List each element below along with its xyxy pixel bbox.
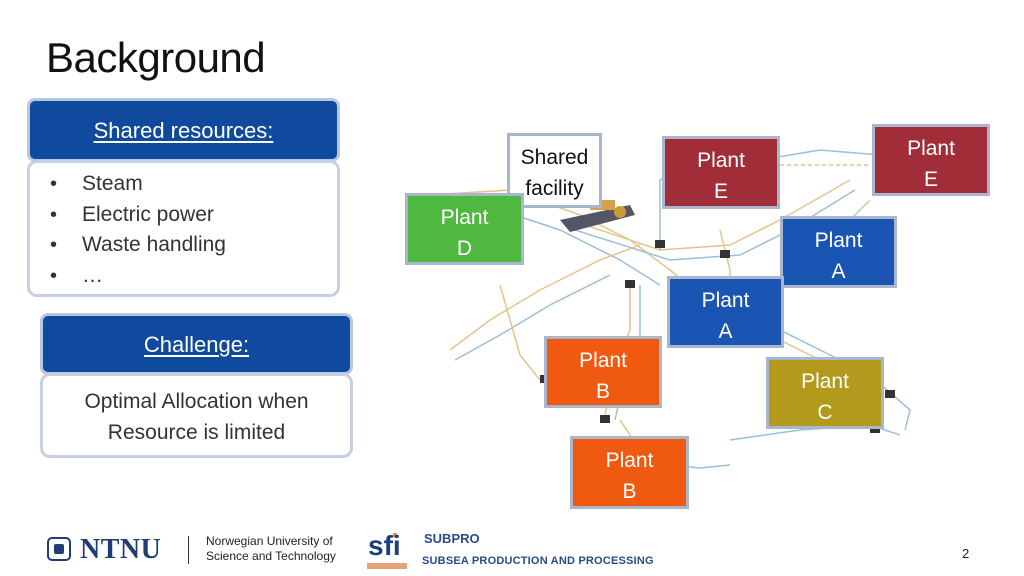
plant-d-label: Plant D bbox=[405, 193, 524, 265]
plant-word: Plant bbox=[907, 137, 955, 160]
ntnu-full-name: Norwegian University of Science and Tech… bbox=[206, 534, 336, 564]
plant-letter: E bbox=[923, 168, 938, 191]
shared-facility-line2: facility bbox=[525, 177, 584, 200]
plant-c-label: Plant C bbox=[766, 357, 884, 429]
page-number: 2 bbox=[962, 546, 970, 561]
ntnu-logo-icon bbox=[47, 537, 71, 561]
plant-word: Plant bbox=[814, 229, 863, 252]
plant-e-label: Plant E bbox=[872, 124, 990, 196]
shared-facility-line1: Shared bbox=[520, 146, 589, 169]
list-item: Waste handling bbox=[50, 230, 337, 261]
plant-e-label: Plant E bbox=[662, 136, 780, 209]
ntnu-wordmark: NTNU bbox=[80, 534, 162, 565]
slide-title: Background bbox=[46, 34, 266, 81]
ntnu-line2: Science and Technology bbox=[206, 549, 336, 563]
plant-letter: D bbox=[456, 237, 473, 260]
sfi-logo-icon bbox=[367, 533, 407, 569]
plant-word: Plant bbox=[440, 206, 489, 229]
challenge-text-line1: Optimal Allocation when bbox=[84, 390, 309, 413]
plant-b-label: Plant B bbox=[570, 436, 689, 509]
plant-letter: B bbox=[595, 380, 610, 403]
plant-letter: A bbox=[831, 260, 846, 283]
plant-word: Plant bbox=[701, 289, 750, 312]
subpro-subtitle: SUBSEA PRODUCTION AND PROCESSING bbox=[422, 555, 654, 567]
list-item: … bbox=[50, 261, 337, 292]
challenge-text-line2: Resource is limited bbox=[107, 421, 286, 444]
footer-separator bbox=[188, 536, 189, 564]
list-item: Steam bbox=[50, 169, 337, 200]
shared-resources-list: Steam Electric power Waste handling … bbox=[27, 160, 340, 297]
plant-a-label: Plant A bbox=[780, 216, 897, 288]
plant-word: Plant bbox=[801, 370, 849, 393]
plant-letter: B bbox=[622, 480, 637, 503]
plant-letter: E bbox=[713, 180, 728, 203]
plant-a-label: Plant A bbox=[667, 276, 784, 348]
list-item: Electric power bbox=[50, 200, 337, 231]
plant-word: Plant bbox=[579, 349, 627, 372]
plant-word: Plant bbox=[605, 449, 654, 472]
challenge-box: Optimal Allocation when Resource is limi… bbox=[40, 373, 353, 458]
plant-letter: A bbox=[718, 320, 733, 343]
subpro-title: SUBPRO bbox=[424, 531, 480, 546]
sfi-wordmark: sfi bbox=[368, 530, 401, 561]
ntnu-line1: Norwegian University of bbox=[206, 534, 333, 548]
shared-resources-header: Shared resources: bbox=[27, 98, 340, 162]
challenge-header: Challenge: bbox=[40, 313, 353, 375]
plant-b-label: Plant B bbox=[544, 336, 662, 408]
plant-word: Plant bbox=[697, 149, 745, 172]
plant-letter: C bbox=[817, 401, 833, 424]
